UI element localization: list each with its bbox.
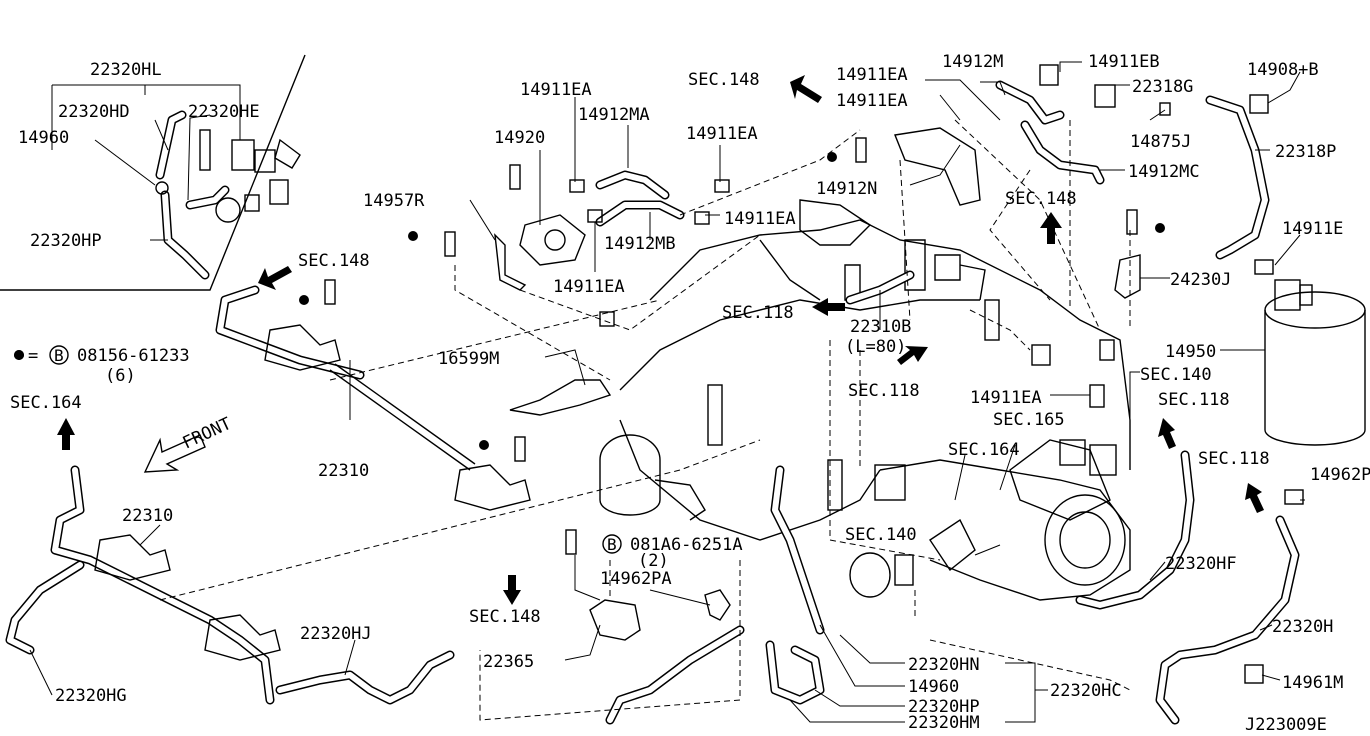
label-14962P: 14962P: [1310, 465, 1370, 485]
drawing-number: J223009E: [1245, 715, 1327, 735]
legend-bolt-qty: (6): [105, 366, 136, 386]
label-sec165: SEC.165: [993, 410, 1065, 430]
label-22320HG: 22320HG: [55, 686, 127, 706]
label-14950: 14950: [1165, 342, 1216, 362]
label-14962PA: 14962PA: [600, 569, 672, 589]
arrow-sec118-b: [897, 346, 928, 365]
small-parts: [94, 64, 1366, 684]
legend-bolt-dot: [14, 350, 24, 360]
label-14920: 14920: [494, 128, 545, 148]
arrow-sec118-c: [1158, 418, 1176, 449]
label-sec140-a: SEC.140: [1140, 365, 1212, 385]
bolt2-circle-b-icon: [602, 534, 622, 554]
arrow-sec118-d: [1245, 483, 1264, 513]
label-22365: 22365: [483, 652, 534, 672]
engine-assembly: [599, 199, 1131, 601]
label-14911EA-a: 14911EA: [520, 80, 592, 100]
label-22310B: 22310B: [850, 317, 911, 337]
label-22320HJ: 22320HJ: [300, 624, 372, 644]
label-14911EA-f: 14911EA: [836, 91, 908, 111]
label-14911EA-d: 14911EA: [724, 209, 796, 229]
label-sec118-b: SEC.118: [848, 381, 920, 401]
leader-lines: [29, 61, 1305, 723]
label-bolt2-qty: (2): [638, 551, 669, 571]
label-sec140-b: SEC.140: [845, 525, 917, 545]
arrow-sec148-b: [1040, 212, 1062, 244]
front-arrow-icon: [143, 434, 206, 473]
label-14912MA: 14912MA: [578, 105, 650, 125]
label-14960: 14960: [908, 677, 959, 697]
legend-bolt-part: 08156-61233: [77, 346, 190, 366]
label-22318P: 22318P: [1275, 142, 1336, 162]
label-22320HC: 22320HC: [1050, 681, 1122, 701]
label-22320H: 22320H: [1272, 617, 1333, 637]
label-22320HM: 22320HM: [908, 713, 980, 733]
label-14912MC: 14912MC: [1128, 162, 1200, 182]
label-14960-inset: 14960: [18, 128, 69, 148]
legend-equals: =: [28, 346, 38, 366]
label-22320HN: 22320HN: [908, 655, 980, 675]
label-14961M: 14961M: [1282, 673, 1343, 693]
label-24230J: 24230J: [1170, 270, 1231, 290]
label-sec118-a: SEC.118: [722, 303, 794, 323]
label-22320HP: 22320HP: [908, 697, 980, 717]
label-14911EA-g: 14911EA: [970, 388, 1042, 408]
label-sec164-a: SEC.164: [948, 440, 1020, 460]
label-sec148-d: SEC.148: [469, 607, 541, 627]
label-front: FRONT: [180, 414, 235, 454]
label-081A6-6251A: 081A6-6251A: [630, 535, 743, 555]
arrow-sec118-a: [812, 298, 845, 316]
label-sec118-c: SEC.118: [1158, 390, 1230, 410]
label-16599M: 16599M: [438, 349, 499, 369]
label-22310B-length: (L=80): [845, 337, 906, 357]
part-labels: 22320HL 22320HD 22320HE 14960 22320HP 14…: [10, 52, 1370, 735]
label-22310-b: 22310: [122, 506, 173, 526]
label-22320HD: 22320HD: [58, 102, 130, 122]
label-22318G: 22318G: [1132, 77, 1193, 97]
label-14911EA-e: 14911EA: [836, 65, 908, 85]
label-22320HP-inset: 22320HP: [30, 231, 102, 251]
label-sec148-a: SEC.148: [688, 70, 760, 90]
direction-arrows: [57, 75, 1264, 605]
legend-circle-letter: B: [54, 346, 64, 365]
arrow-sec148-d: [503, 575, 521, 605]
label-14875J: 14875J: [1130, 132, 1191, 152]
label-sec118-d: SEC.118: [1198, 449, 1270, 469]
label-sec148-c: SEC.148: [298, 251, 370, 271]
label-22320HL: 22320HL: [90, 60, 162, 80]
label-14912M: 14912M: [942, 52, 1003, 72]
label-14908B: 14908+B: [1247, 60, 1319, 80]
label-22310-a: 22310: [318, 461, 369, 481]
hose-lines: [5, 80, 1300, 725]
dashed-references: [159, 119, 1131, 721]
label-22320HF: 22320HF: [1165, 554, 1237, 574]
legend-circle-b-icon: [49, 345, 69, 365]
label-sec164-b: SEC.164: [10, 393, 82, 413]
label-sec148-b: SEC.148: [1005, 189, 1077, 209]
arrow-sec148-c: [258, 266, 292, 290]
arrow-sec164-a: [57, 418, 75, 450]
label-14911EA-c: 14911EA: [686, 124, 758, 144]
label-22320HE: 22320HE: [188, 102, 260, 122]
label-14911E: 14911E: [1282, 219, 1343, 239]
arrow-sec148-a: [790, 75, 822, 103]
label-14957R: 14957R: [363, 191, 425, 211]
label-14911EA-b: 14911EA: [553, 277, 625, 297]
label-14911EB: 14911EB: [1088, 52, 1160, 72]
label-14912MB: 14912MB: [604, 234, 676, 254]
label-14912N: 14912N: [816, 179, 877, 199]
bolt2-circle-letter: B: [607, 535, 617, 554]
inset-detail: [0, 54, 306, 291]
